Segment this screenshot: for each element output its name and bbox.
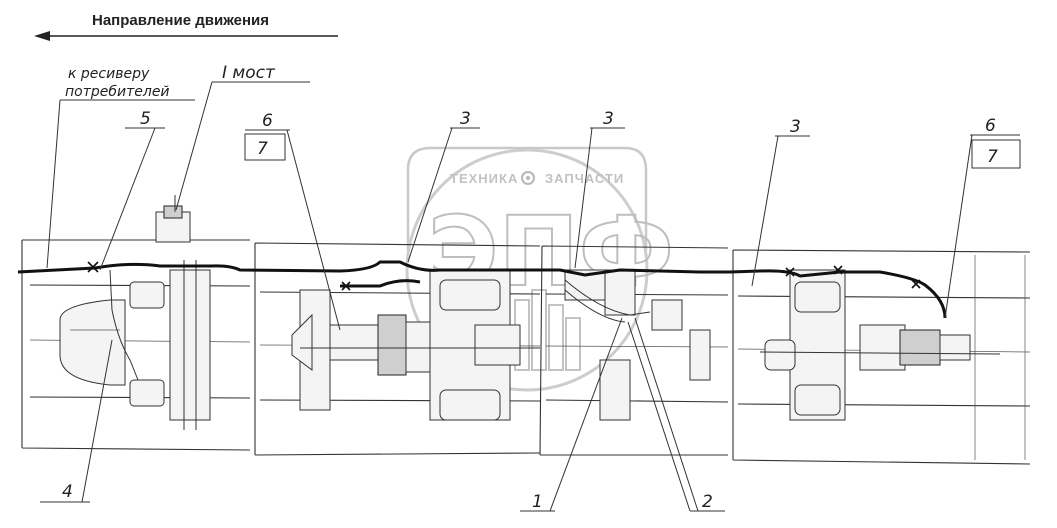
callout-6-right-text: 6 [985,116,996,136]
callout-3a-text: 3 [460,109,471,129]
arrow-left-icon [34,31,338,41]
receiver-leader [46,99,61,269]
axle-label: I мост [222,63,276,83]
callout-3-b: 3 [574,109,625,269]
gear-icon [521,171,535,185]
watermark-text-right: ЗАПЧАСТИ [545,171,624,186]
callout-3b-text: 3 [603,109,614,129]
callout-4-text: 4 [62,482,73,502]
callout-6-7-right: 6 7 [944,116,1021,319]
direction-label: Направление движения [92,12,269,29]
callout-5-text: 5 [140,109,151,129]
pipe-joints [87,261,921,291]
receiver-label-line2: потребителей [65,84,170,100]
axle-leader [175,81,213,211]
callout-1: 1 [520,317,623,512]
receiver-label-line1: к ресиверу [68,66,150,82]
callout-5: 5 [99,109,165,271]
callout-2-text: 2 [702,492,713,512]
axle-1 [59,195,211,430]
callout-1-text: 1 [532,492,543,512]
callout-3-c: 3 [751,117,810,287]
callout-3c-text: 3 [790,117,801,137]
axle-4 [759,269,1001,421]
watermark-text-left: ТЕХНИКА [450,171,518,186]
callout-3-a: 3 [407,109,480,263]
callout-4: 4 [40,339,113,503]
callout-6-7-left: 6 7 [244,111,341,331]
callout-6-left-text: 6 [262,111,273,131]
callout-2: 2 [627,317,725,512]
axle-2 [291,269,540,421]
callout-7-left-text: 7 [257,139,268,159]
callout-7-right-text: 7 [987,147,998,167]
